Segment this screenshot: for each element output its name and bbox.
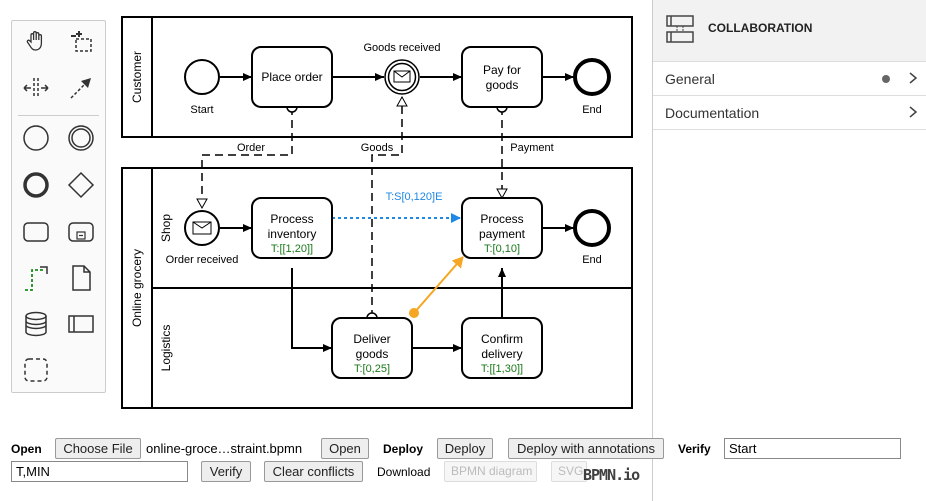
gateway-icon[interactable] [65,169,97,201]
confirm-timing: T:[[1,30]] [481,363,523,375]
group-tool-icon[interactable] [20,262,52,294]
collaboration-icon [666,15,694,43]
end-event-icon[interactable] [20,169,52,201]
payment-flow-label: Payment [510,142,553,154]
order-message-flow[interactable] [196,107,293,210]
verify-start-input[interactable]: Start [724,438,901,459]
open-label: Open [11,442,42,456]
chevron-right-icon[interactable] [905,70,921,86]
file-name: online-groce…straint.bpmn [146,441,303,456]
deliver-goods-task[interactable]: Deliver goods T:[0,25] [331,317,413,379]
deploy-button[interactable]: Deploy [437,438,493,459]
properties-title: COLLABORATION [708,21,813,35]
process-inventory-label-1: Process [270,212,313,226]
download-label: Download [377,465,431,479]
general-section[interactable]: General [653,62,926,96]
confirm-label-1: Confirm [481,332,523,346]
annotation-connector[interactable] [413,256,464,314]
documentation-section[interactable]: Documentation [653,96,926,130]
process-payment-timing: T:[0,10] [484,243,520,255]
chevron-right-icon[interactable] [905,104,921,120]
time-constraint-label: T:S[0,120]E [386,191,443,203]
start-event-label: Start [190,104,213,116]
goods-message-flow[interactable] [371,95,408,318]
choose-file-button[interactable]: Choose File [55,438,141,459]
order-flow-label: Order [237,142,265,154]
logistics-lane-label: Logistics [159,325,173,372]
tool-palette [11,20,106,393]
order-received-event[interactable]: Order received [166,210,239,266]
deploy-label: Deploy [383,442,424,456]
documentation-label: Documentation [665,105,760,121]
bpmn-io-logo[interactable]: BPMN.io [583,466,640,484]
properties-header: COLLABORATION [653,0,926,62]
pay-label-1: Pay for [483,63,521,77]
subprocess-icon[interactable] [65,216,97,248]
grocery-pool-label: Online grocery [130,249,144,327]
process-inventory-timing: T:[[1,20]] [271,243,313,255]
modified-indicator [882,75,890,83]
shop-end-label: End [582,254,602,266]
hand-tool-icon[interactable] [20,25,52,57]
deploy-with-annotations-button[interactable]: Deploy with annotations [508,438,664,459]
goods-flow-label: Goods [361,142,394,154]
intermediate-event-icon[interactable] [65,122,97,154]
customer-end-event[interactable]: End [573,58,611,116]
confirm-label-2: delivery [481,347,522,361]
start-event[interactable]: Start [184,59,220,116]
pay-label-2: goods [486,78,519,92]
data-object-icon[interactable] [65,262,97,294]
verify-button[interactable]: Verify [201,461,251,482]
process-payment-label-1: Process [480,212,523,226]
start-event-icon[interactable] [20,122,52,154]
svg-button[interactable]: SVG [551,461,587,482]
process-payment-task[interactable]: Process payment T:[0,10] [461,197,543,259]
verify-label: Verify [678,442,711,456]
shop-end-event[interactable]: End [573,209,611,266]
order-received-label: Order received [166,254,239,266]
deliver-label-2: goods [356,347,389,361]
bpmn-canvas[interactable]: Customer Online grocery Shop Logistics O… [0,0,926,430]
goods-received-label: Goods received [363,42,440,54]
place-order-label: Place order [261,70,322,84]
clear-conflicts-button[interactable]: Clear conflicts [264,461,363,482]
properties-panel: COLLABORATION General Documentation [652,0,926,501]
process-inventory-task[interactable]: Process inventory T:[[1,20]] [251,197,333,259]
customer-pool-label: Customer [130,51,144,103]
place-order-task[interactable]: Place order [251,46,333,108]
deliver-timing: T:[0,25] [354,363,390,375]
task-icon[interactable] [20,216,52,248]
confirm-delivery-task[interactable]: Confirm delivery T:[[1,30]] [461,317,543,379]
customer-end-label: End [582,104,602,116]
connect-tool-icon[interactable] [65,72,97,104]
open-button[interactable]: Open [321,438,369,459]
pay-for-goods-task[interactable]: Pay for goods [461,46,543,108]
verify-options-input[interactable]: T,MIN [11,461,188,482]
pool-icon[interactable] [65,308,97,340]
data-store-icon[interactable] [20,308,52,340]
deliver-label-1: Deliver [353,332,390,346]
goods-received-event[interactable]: Goods received [363,42,441,95]
shop-lane-label: Shop [159,214,173,242]
process-inventory-label-2: inventory [268,227,317,241]
general-label: General [665,71,715,87]
process-payment-label-2: payment [479,227,526,241]
space-tool-icon[interactable] [20,72,52,104]
lasso-tool-icon[interactable] [65,25,97,57]
bpmn-diagram-button[interactable]: BPMN diagram [444,461,537,482]
group-icon[interactable] [20,354,52,386]
